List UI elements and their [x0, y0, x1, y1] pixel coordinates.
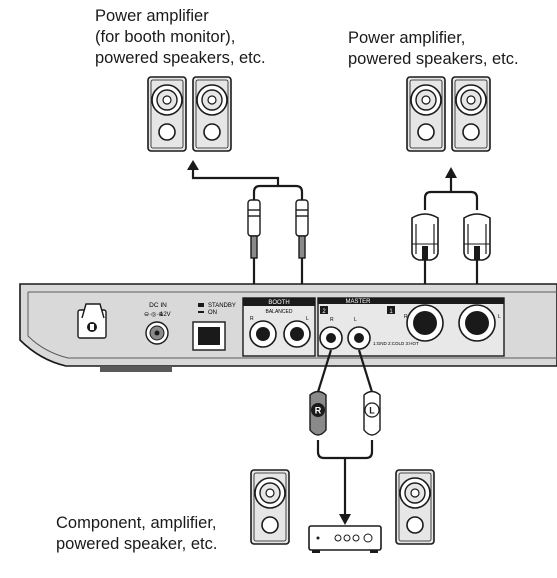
polarity-icon: ⊖·◎·⊕ [144, 312, 163, 318]
dc-voltage-label: 12V [160, 312, 171, 318]
booth-label: BOOTH [268, 300, 289, 306]
master-rca-l-label: L [354, 317, 357, 323]
component-amplifier [308, 525, 382, 553]
xlr-pinout-label: 1:GND 2:COLD 3:HOT [373, 341, 419, 346]
master-speaker-right [451, 76, 491, 152]
master-output-section: MASTER 2 1 R L 1:GND 2:COLD 3:HOT R L [317, 297, 505, 357]
component-speaker-left [250, 469, 290, 545]
booth-output-section: BOOTH BALANCED R L [242, 297, 316, 357]
booth-speaker-right [192, 76, 232, 152]
component-destination-label: Component, amplifier, powered speaker, e… [56, 514, 218, 553]
standby-switch: STANDBY ON [192, 303, 236, 351]
security-slot-icon [77, 303, 107, 339]
booth-monitor-destination-label: Power amplifier (for booth monitor), pow… [95, 7, 266, 67]
rca-cable [316, 349, 374, 515]
booth-speaker-left [147, 76, 187, 152]
master-arrow-icon [445, 167, 457, 178]
master-cable [423, 176, 479, 210]
master-destination-label: Power amplifier, powered speakers, etc. [348, 29, 519, 68]
booth-cable [191, 168, 304, 200]
balanced-label: BALANCED [266, 309, 293, 315]
standby-label: STANDBY [208, 303, 236, 309]
dc-in-jack: DC IN 12V ⊖·◎·⊕ [144, 302, 171, 345]
rca-plug-right: R [309, 390, 327, 436]
master-xlr-r-label: R [404, 314, 408, 320]
booth-r-label: R [250, 316, 254, 322]
component-arrow-icon [339, 514, 351, 525]
rca-r-marker: R [315, 406, 322, 416]
master-rca-r-label: R [330, 317, 334, 323]
master-num2-label: 2 [322, 309, 326, 315]
master-num1-label: 1 [389, 309, 393, 315]
on-label: ON [208, 310, 217, 316]
master-label: MASTER [345, 299, 371, 305]
component-speaker-right [395, 469, 435, 545]
rca-plug-left: L [363, 390, 381, 436]
rca-l-marker: L [369, 406, 375, 416]
booth-arrow-icon [187, 160, 199, 170]
master-xlr-l-label: L [498, 314, 501, 320]
master-speaker-left [406, 76, 446, 152]
booth-l-label: L [306, 316, 309, 322]
dc-in-label: DC IN [149, 302, 167, 309]
